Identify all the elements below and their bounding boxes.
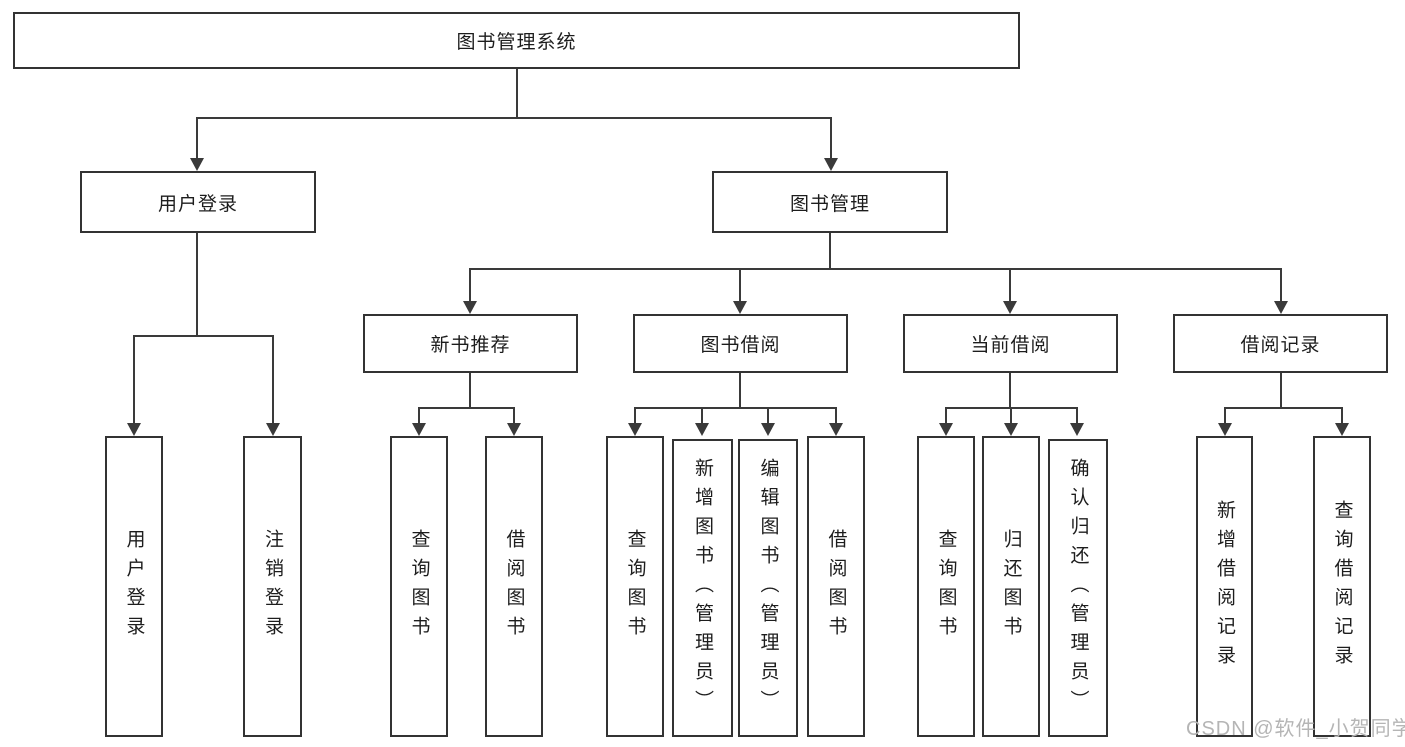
connector-line <box>516 68 518 118</box>
connector-line <box>196 233 198 336</box>
arrowhead-icon <box>1004 423 1018 436</box>
connector-line <box>133 335 135 423</box>
leaf-logout: 注销登录 <box>243 436 302 737</box>
leaf-edit-books-admin: 编辑图书（管理员） <box>738 439 798 737</box>
leaf-borrow-books-newbooks: 借阅图书 <box>485 436 543 737</box>
connector-line <box>634 407 636 424</box>
node-label: 用户登录 <box>157 193 238 215</box>
connector-line <box>418 407 515 409</box>
arrowhead-icon <box>412 423 426 436</box>
connector-line <box>469 268 1282 270</box>
leaf-user-login: 用户登录 <box>105 436 163 737</box>
node-library-management-system: 图书管理系统 <box>13 12 1020 69</box>
node-label: 注销登录 <box>262 528 283 645</box>
leaf-add-books-admin: 新增图书（管理员） <box>672 439 733 737</box>
connector-line <box>1224 407 1343 409</box>
connector-line <box>829 233 831 270</box>
arrowhead-icon <box>266 423 280 436</box>
arrowhead-icon <box>824 158 838 171</box>
leaf-confirm-return-admin: 确认归还（管理员） <box>1048 439 1108 737</box>
connector-line <box>1280 373 1282 409</box>
node-label: 查询图书 <box>408 528 430 645</box>
arrowhead-icon <box>829 423 843 436</box>
node-label: 查询图书 <box>935 528 957 645</box>
node-label: 查询借阅记录 <box>1331 499 1353 674</box>
connector-line <box>469 373 471 409</box>
arrowhead-icon <box>190 158 204 171</box>
node-label: 新增图书（管理员） <box>692 457 713 719</box>
arrowhead-icon <box>695 423 709 436</box>
arrowhead-icon <box>733 301 747 314</box>
arrowhead-icon <box>463 301 477 314</box>
connector-line <box>1009 373 1011 409</box>
connector-line <box>830 117 832 159</box>
node-label: 图书借阅 <box>700 335 781 356</box>
arrowhead-icon <box>1218 423 1232 436</box>
arrowhead-icon <box>507 423 521 436</box>
node-label: 新增借阅记录 <box>1214 499 1235 674</box>
connector-line <box>739 373 741 409</box>
node-borrow-records: 借阅记录 <box>1173 314 1388 373</box>
connector-line <box>634 407 837 409</box>
arrowhead-icon <box>761 423 775 436</box>
arrowhead-icon <box>1070 423 1084 436</box>
arrowhead-icon <box>1274 301 1288 314</box>
connector-line <box>1010 407 1012 424</box>
node-label: 归还图书 <box>1000 528 1022 645</box>
arrowhead-icon <box>127 423 141 436</box>
arrowhead-icon <box>1003 301 1017 314</box>
connector-line <box>1280 268 1282 302</box>
connector-line <box>767 407 769 424</box>
leaf-return-books: 归还图书 <box>982 436 1040 737</box>
arrowhead-icon <box>939 423 953 436</box>
node-label: 编辑图书（管理员） <box>757 457 779 719</box>
node-book-borrowing: 图书借阅 <box>633 314 848 373</box>
connector-line <box>469 268 471 302</box>
arrowhead-icon <box>628 423 642 436</box>
node-book-management: 图书管理 <box>712 171 948 233</box>
connector-line <box>196 117 832 119</box>
connector-line <box>739 268 741 302</box>
leaf-query-books-current: 查询图书 <box>917 436 975 737</box>
node-label: 图书管理 <box>789 193 870 215</box>
arrowhead-icon <box>1335 423 1349 436</box>
leaf-query-books-newbooks: 查询图书 <box>390 436 448 737</box>
connector-line <box>418 407 420 424</box>
node-label: 借阅图书 <box>503 528 525 645</box>
node-user-login: 用户登录 <box>80 171 316 233</box>
connector-line <box>1224 407 1226 424</box>
connector-line <box>1076 407 1078 424</box>
leaf-query-books-borrowing: 查询图书 <box>606 436 664 737</box>
csdn-watermark: CSDN @软件_小贺同学 <box>1186 718 1405 740</box>
connector-line <box>701 407 703 424</box>
leaf-add-borrow-record: 新增借阅记录 <box>1196 436 1253 737</box>
node-label: 借阅记录 <box>1240 335 1321 356</box>
node-current-borrowing: 当前借阅 <box>903 314 1118 373</box>
node-label: 查询图书 <box>624 528 646 645</box>
connector-line <box>513 407 515 424</box>
connector-line <box>835 407 837 424</box>
node-label: 用户登录 <box>123 528 145 645</box>
node-label: 借阅图书 <box>825 528 847 645</box>
node-label: 当前借阅 <box>970 335 1051 356</box>
connector-line <box>133 335 274 337</box>
node-label: 确认归还（管理员） <box>1067 457 1089 719</box>
leaf-query-borrow-record: 查询借阅记录 <box>1313 436 1371 737</box>
connector-line <box>272 335 274 423</box>
connector-line <box>1009 268 1011 302</box>
connector-line <box>1341 407 1343 424</box>
connector-line <box>196 117 198 159</box>
leaf-borrow-books-borrowing: 借阅图书 <box>807 436 865 737</box>
node-label: 图书管理系统 <box>456 32 577 53</box>
node-new-book-recommend: 新书推荐 <box>363 314 578 373</box>
node-label: 新书推荐 <box>430 335 511 356</box>
connector-line <box>945 407 947 424</box>
